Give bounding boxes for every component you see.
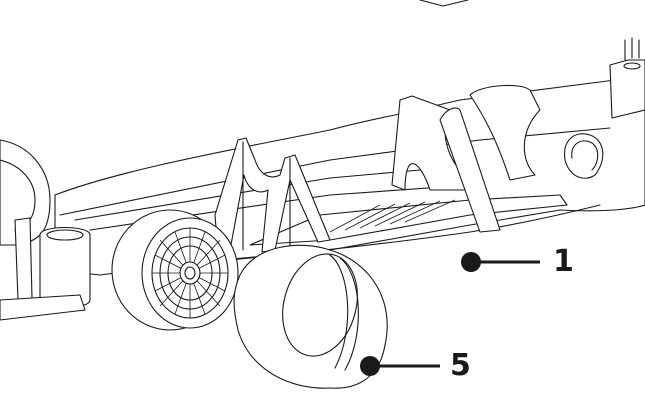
axle-holders [391,37,645,233]
mount-uprights [214,137,331,253]
callout-5-leader [360,356,440,376]
wheel-rim [111,209,239,331]
front-left-assembly [0,139,91,321]
part-fragment-top [419,0,469,7]
callout-label-5: 5 [450,348,471,383]
tyre [233,244,388,389]
callout-label-1: 1 [553,244,574,279]
callout-1-leader [461,252,540,272]
